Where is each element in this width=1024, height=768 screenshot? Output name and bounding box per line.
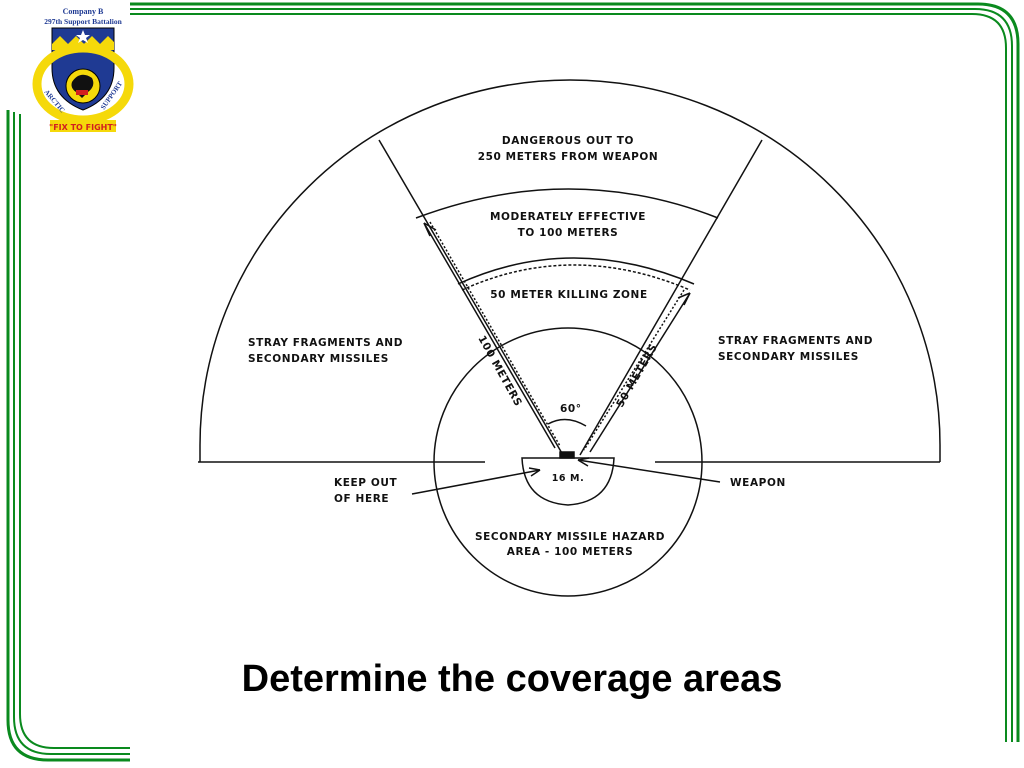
secondary-line1: SECONDARY MISSILE HAZARD xyxy=(475,531,665,543)
frame-inner-2 xyxy=(130,13,1007,742)
dim-line-50m xyxy=(589,292,691,453)
frame-left-inner-2 xyxy=(19,114,130,749)
arc-50m-outer xyxy=(457,257,695,285)
stray-left-line1: STRAY FRAGMENTS AND xyxy=(248,337,403,349)
weapon-pointer xyxy=(577,459,721,483)
divider-right xyxy=(579,139,763,456)
weapon-label: WEAPON xyxy=(730,477,786,489)
logo-line1: Company B xyxy=(63,7,104,16)
angle-arc xyxy=(547,418,587,427)
dim-arrow-100m-icon xyxy=(423,222,437,237)
keep-out-line1: KEEP OUT xyxy=(334,477,397,489)
arc-250m xyxy=(199,79,941,462)
arc-100m xyxy=(415,188,719,219)
secondary-hazard-circle xyxy=(433,327,703,597)
dim-line-50m-hatch xyxy=(583,289,685,451)
unit-crest-logo: Company B 297th Support Battalion ARCTIC… xyxy=(32,7,134,132)
fragmentation-diagram xyxy=(198,79,941,597)
stray-right-line2: SECONDARY MISSILES xyxy=(718,351,859,363)
angle-label: 60° xyxy=(560,403,582,415)
crest-red-band xyxy=(76,90,88,95)
divider-left xyxy=(378,139,564,456)
weapon-pointer-arrow-icon xyxy=(577,457,590,467)
slide-title: Determine the coverage areas xyxy=(241,658,783,700)
zone-50-label: 50 METER KILLING ZONE xyxy=(490,289,647,301)
keep-out-pointer xyxy=(411,469,541,495)
keep-out-pointer-arrow-icon xyxy=(528,467,541,477)
stray-left-line2: SECONDARY MISSILES xyxy=(248,353,389,365)
arc-50m-inner xyxy=(461,264,691,291)
frame-left-inner-1 xyxy=(13,112,130,755)
zone-100-line1: MODERATELY EFFECTIVE xyxy=(490,211,646,223)
dim-line-100m xyxy=(423,222,556,449)
logo-line2: 297th Support Battalion xyxy=(44,17,122,26)
keep-out-line2: OF HERE xyxy=(334,493,389,505)
frame-inner-1 xyxy=(130,8,1013,742)
secondary-line2: AREA - 100 METERS xyxy=(507,546,634,558)
weapon-marker-icon xyxy=(559,451,575,459)
zone-250-line2: 250 METERS FROM WEAPON xyxy=(478,151,659,163)
logo-motto: "FIX TO FIGHT" xyxy=(49,123,117,132)
keep-out-zone xyxy=(521,457,615,506)
stray-right-line1: STRAY FRAGMENTS AND xyxy=(718,335,873,347)
crest-star-icon xyxy=(76,30,90,43)
frame-outer xyxy=(130,2,1020,742)
dim-50m-label: 50 METERS xyxy=(614,342,660,410)
slide-frame xyxy=(6,2,1020,762)
dim-line-100m-hatch xyxy=(429,221,561,447)
zone-100-line2: TO 100 METERS xyxy=(518,227,619,239)
radius-16-label: 16 M. xyxy=(552,473,585,484)
frame-left-outer xyxy=(6,110,130,762)
zone-250-line1: DANGEROUS OUT TO xyxy=(502,135,634,147)
motto-banner xyxy=(50,120,116,132)
